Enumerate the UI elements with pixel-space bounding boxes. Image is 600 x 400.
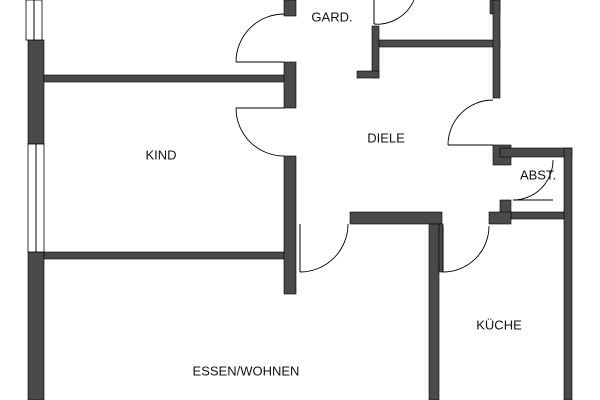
door-essen-wohnen	[299, 223, 349, 273]
door-kind	[235, 107, 285, 157]
room-label-essen-wohnen: ESSEN/WOHNEN	[192, 363, 300, 379]
wall-gard-inner-vertical	[371, 25, 380, 79]
door-abst	[512, 159, 554, 201]
exterior-wall-left-low	[27, 251, 45, 400]
room-label-gard: GARD.	[311, 9, 353, 25]
wall-kind-top-pillar	[283, 61, 297, 109]
window-left-upper	[25, 0, 43, 41]
wall-kueche-left-inner	[438, 223, 444, 273]
room-label-kueche: KÜCHE	[476, 317, 522, 333]
door-diele-right	[447, 99, 494, 146]
room-label-diele: DIELE	[367, 130, 405, 146]
wall-kind-bottom	[43, 251, 285, 260]
wall-diele-bottom-right	[488, 211, 512, 225]
wall-gard-bottom	[378, 39, 501, 48]
window-left-kind	[27, 143, 45, 253]
exterior-wall-left-mid	[27, 39, 45, 145]
wall-kind-right	[283, 155, 297, 295]
wall-gard-left	[283, 0, 297, 17]
room-label-abst: ABST.	[519, 167, 557, 183]
door-gard-left	[235, 13, 285, 63]
wall-abst-top	[499, 147, 573, 158]
door-gard-right	[373, 0, 415, 25]
wall-diele-right	[492, 0, 501, 99]
wall-kueche-left	[428, 223, 440, 400]
wall-abst-right	[563, 147, 573, 400]
door-kueche	[442, 225, 490, 273]
wall-kind-top	[43, 74, 285, 83]
room-label-kind: KIND	[145, 147, 177, 163]
wall-gard-inner-stub	[356, 70, 380, 79]
wall-diele-bottom-left	[349, 211, 443, 225]
